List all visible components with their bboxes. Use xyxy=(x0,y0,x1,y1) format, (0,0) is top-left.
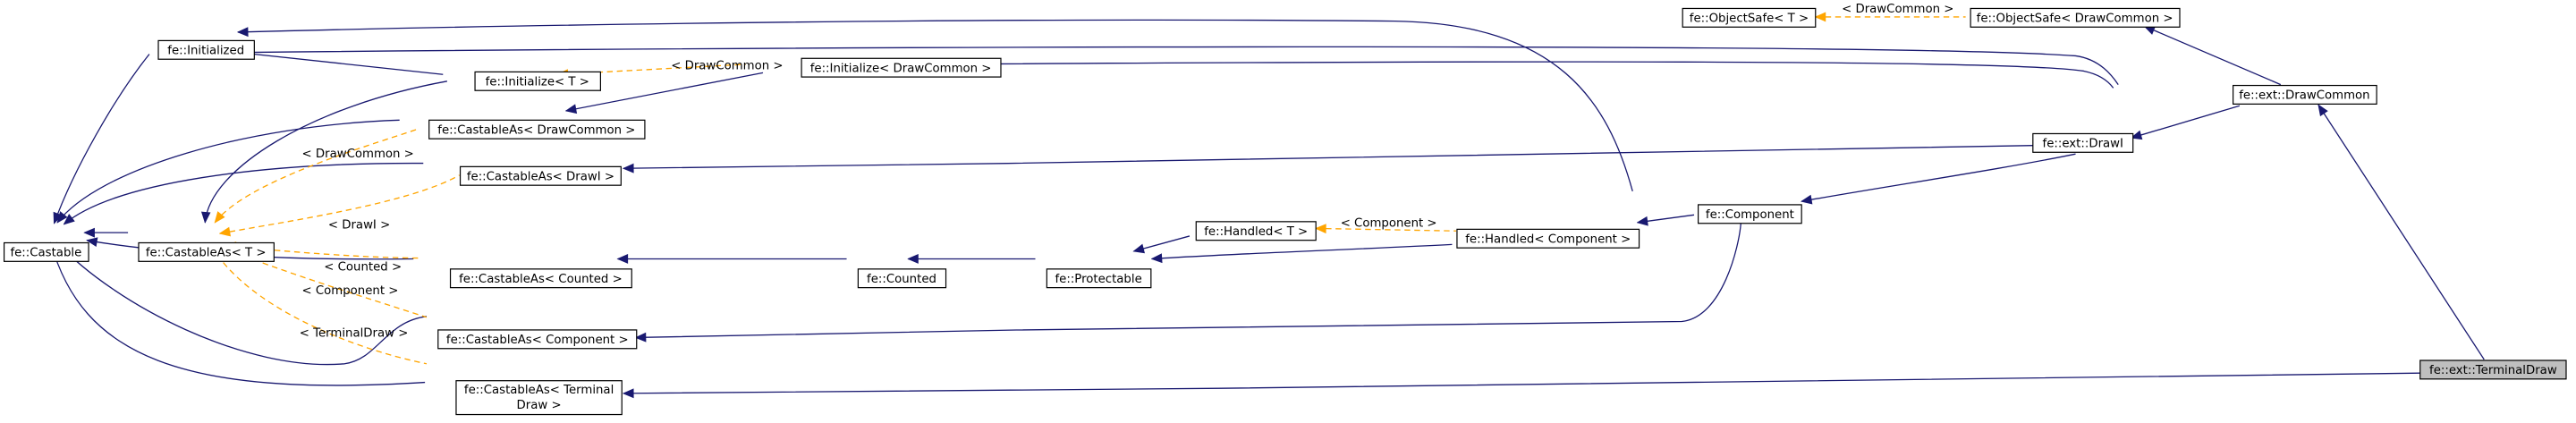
svg-text:Draw >: Draw > xyxy=(517,398,562,412)
svg-text:fe::CastableAs< Terminal: fe::CastableAs< Terminal xyxy=(464,383,614,397)
svg-text:fe::ObjectSafe< DrawCommon >: fe::ObjectSafe< DrawCommon > xyxy=(1977,11,2174,25)
edge-castableas-component-to-castable xyxy=(57,243,428,366)
edge-label-cast-drawi: < DrawI > xyxy=(328,217,390,232)
svg-text:fe::Handled< T >: fe::Handled< T > xyxy=(1204,224,1308,239)
edge-castableas-drawcommon-template xyxy=(215,129,418,223)
edge-component-to-handled-component xyxy=(1638,214,1695,223)
edge-label-cast-drawcommon: < DrawCommon > xyxy=(302,147,414,161)
edge-castableas-drawi-template xyxy=(220,174,460,233)
node-castable[interactable]: fe::Castable xyxy=(3,241,89,262)
node-initialized[interactable]: fe::Initialized xyxy=(157,39,255,60)
svg-text:fe::Counted: fe::Counted xyxy=(867,272,936,286)
svg-text:fe::CastableAs< Component >: fe::CastableAs< Component > xyxy=(446,333,629,347)
node-counted[interactable]: fe::Counted xyxy=(857,268,947,289)
edge-initialized-to-castable xyxy=(55,54,150,224)
edge-ext-drawcommon-to-ext-drawi xyxy=(2131,105,2241,138)
node-handled-component[interactable]: fe::Handled< Component > xyxy=(1456,228,1640,249)
svg-text:fe::Protectable: fe::Protectable xyxy=(1055,272,1141,286)
edge-label-init-drawcommon: < DrawCommon > xyxy=(671,58,783,72)
edge-castableas-component-template xyxy=(216,245,428,318)
node-ext-drawcommon[interactable]: fe::ext::DrawCommon xyxy=(2233,84,2377,105)
edges xyxy=(51,17,2485,393)
nodes: fe::Castable fe::Initialized fe::Castabl… xyxy=(3,7,2567,416)
edge-initialize-t-to-initialized xyxy=(238,53,444,75)
edge-label-handled-component: < Component > xyxy=(1341,216,1437,230)
node-castableas-t[interactable]: fe::CastableAs< T > xyxy=(138,241,275,262)
edge-label-cast-counted: < Counted > xyxy=(324,260,402,275)
edge-castableas-drawcommon-to-initialize-drawcommon xyxy=(566,72,764,111)
edge-castableas-drawi-to-castable xyxy=(64,162,424,224)
edge-ext-terminaldraw-to-castableas-terminaldraw xyxy=(623,372,2420,393)
node-ext-terminaldraw[interactable]: fe::ext::TerminalDraw xyxy=(2419,360,2567,380)
node-objectsafe-drawcommon[interactable]: fe::ObjectSafe< DrawCommon > xyxy=(1970,7,2181,28)
edge-component-to-initialized xyxy=(238,19,1633,191)
edge-ext-drawi-to-castableas-drawi xyxy=(623,145,2033,169)
svg-text:fe::ObjectSafe< T >: fe::ObjectSafe< T > xyxy=(1690,11,1809,25)
edge-label-cast-component: < Component > xyxy=(302,283,399,298)
edge-ext-drawcommon-to-objectsafe-drawcommon xyxy=(2145,25,2282,86)
node-castableas-drawcommon[interactable]: fe::CastableAs< DrawCommon > xyxy=(428,119,646,140)
node-component[interactable]: fe::Component xyxy=(1698,204,1802,224)
svg-text:fe::Initialize< T >: fe::Initialize< T > xyxy=(486,74,589,89)
edge-label-objectsafe-drawcommon: < DrawCommon > xyxy=(1842,2,1953,16)
svg-text:fe::ext::DrawCommon: fe::ext::DrawCommon xyxy=(2239,88,2369,102)
edge-handled-t-to-protectable xyxy=(1134,235,1191,251)
node-objectsafe-t[interactable]: fe::ObjectSafe< T > xyxy=(1682,7,1817,28)
edge-labels: < DrawCommon > < DrawCommon > < DrawComm… xyxy=(300,2,1954,341)
edge-castableas-drawcommon-to-castable xyxy=(57,119,400,222)
edge-handled-component-to-handled-t xyxy=(1316,228,1457,231)
node-initialize-t[interactable]: fe::Initialize< T > xyxy=(474,71,601,91)
edge-handled-component-to-protectable xyxy=(1152,243,1453,258)
node-handled-t[interactable]: fe::Handled< T > xyxy=(1195,221,1317,241)
edge-label-cast-terminaldraw: < TerminalDraw > xyxy=(300,326,409,340)
edge-ext-drawi-to-component xyxy=(1801,153,2076,201)
svg-text:fe::ext::DrawI: fe::ext::DrawI xyxy=(2043,136,2123,150)
svg-text:fe::CastableAs< DrawI >: fe::CastableAs< DrawI > xyxy=(467,169,614,183)
svg-text:fe::Initialize< DrawCommon >: fe::Initialize< DrawCommon > xyxy=(810,61,992,75)
svg-text:fe::Castable: fe::Castable xyxy=(10,245,81,259)
node-protectable[interactable]: fe::Protectable xyxy=(1046,268,1152,289)
node-castableas-terminaldraw[interactable]: fe::CastableAs< Terminal Draw > xyxy=(455,380,623,416)
svg-text:fe::CastableAs< T >: fe::CastableAs< T > xyxy=(146,245,267,259)
node-initialize-drawcommon[interactable]: fe::Initialize< DrawCommon > xyxy=(801,57,1002,78)
node-castableas-component[interactable]: fe::CastableAs< Component > xyxy=(437,329,638,350)
svg-text:fe::CastableAs< Counted >: fe::CastableAs< Counted > xyxy=(459,272,623,286)
edge-ext-terminaldraw-to-ext-drawcommon xyxy=(2318,105,2485,360)
node-castableas-drawi[interactable]: fe::CastableAs< DrawI > xyxy=(459,165,622,186)
svg-text:fe::CastableAs< DrawCommon >: fe::CastableAs< DrawCommon > xyxy=(437,123,635,137)
edge-ext-drawcommon-to-initialized xyxy=(238,46,2119,85)
edge-initialize-t-to-castableas-t xyxy=(205,80,447,223)
svg-text:fe::Handled< Component >: fe::Handled< Component > xyxy=(1465,232,1631,246)
svg-text:fe::Component: fe::Component xyxy=(1706,207,1794,222)
svg-text:fe::ext::TerminalDraw: fe::ext::TerminalDraw xyxy=(2429,363,2557,377)
edge-ext-drawcommon-to-initialize-drawcommon xyxy=(933,62,2114,89)
svg-text:fe::Initialized: fe::Initialized xyxy=(167,43,244,57)
node-ext-drawi[interactable]: fe::ext::DrawI xyxy=(2032,132,2134,153)
edge-castableas-terminaldraw-to-castable xyxy=(51,243,426,386)
node-castableas-counted[interactable]: fe::CastableAs< Counted > xyxy=(449,268,632,289)
